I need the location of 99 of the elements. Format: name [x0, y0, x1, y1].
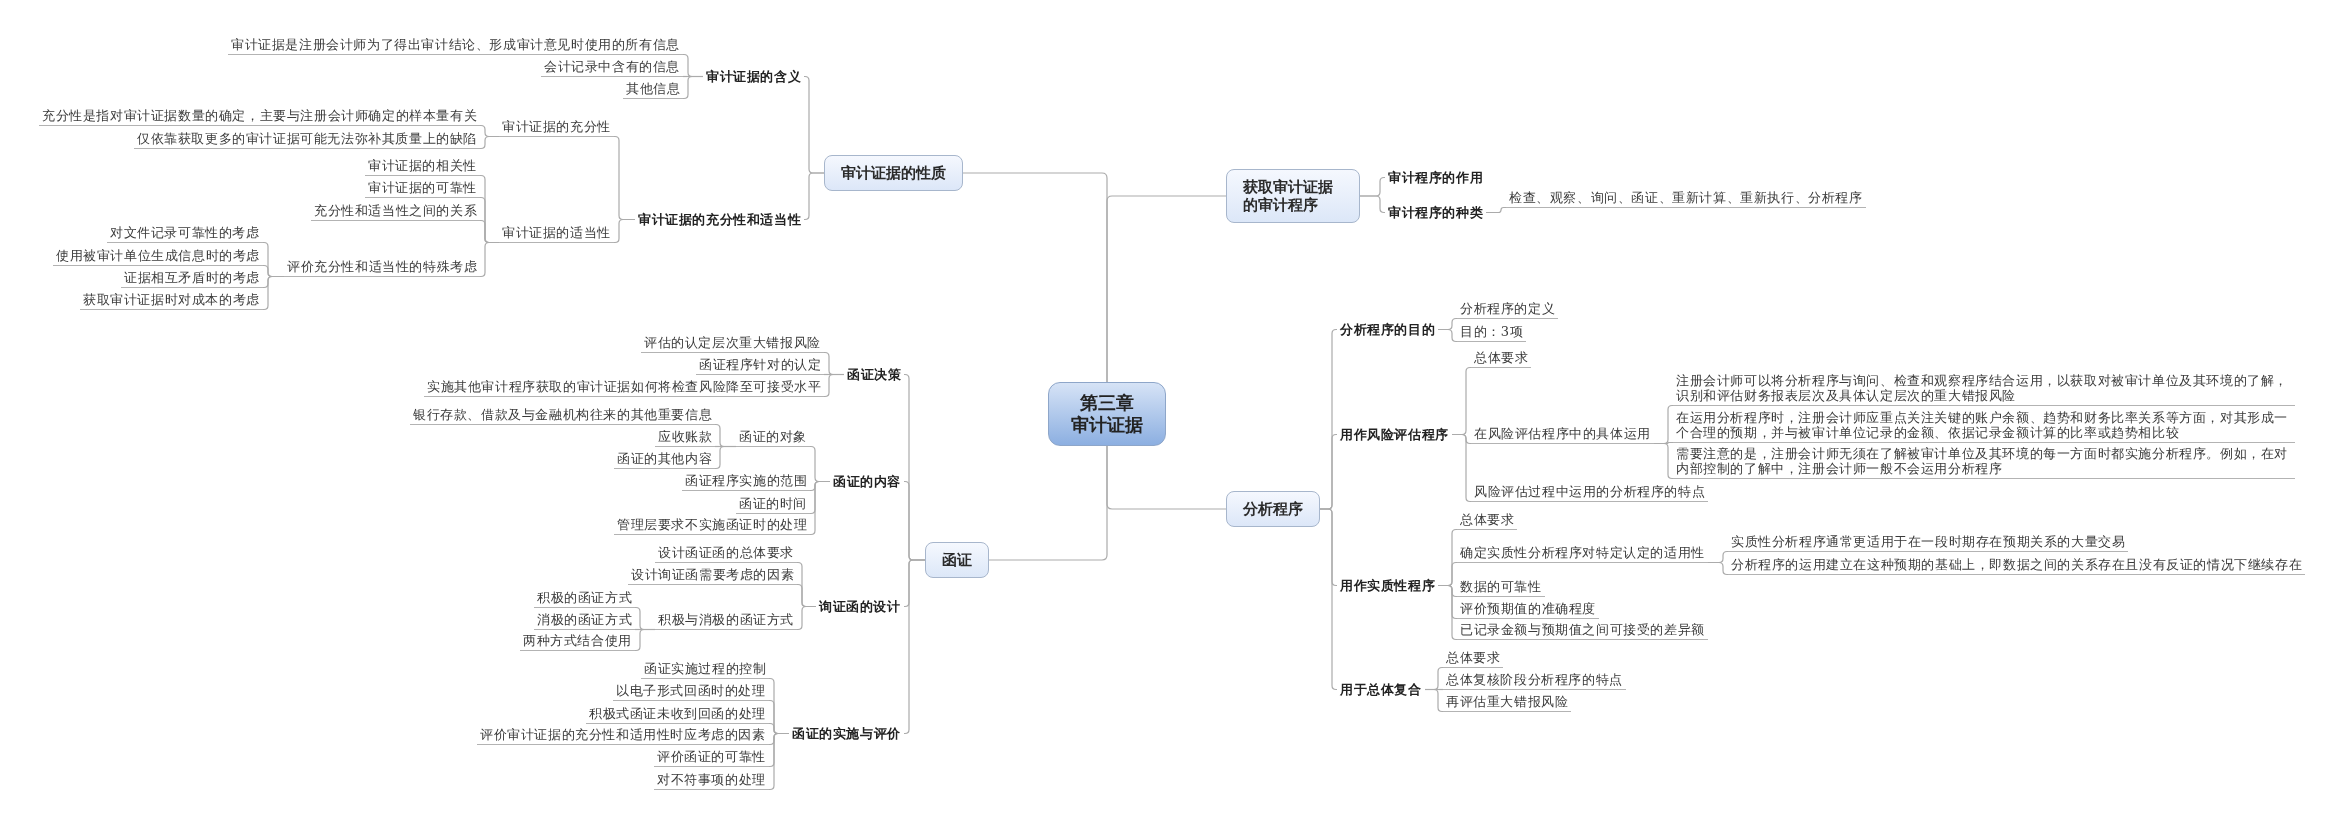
underlined-label: 使用被审计单位生成信息时的考虑	[53, 246, 263, 266]
connector-line	[1485, 206, 1507, 214]
branch-label: 用作实质性程序	[1337, 576, 1439, 594]
underlined-label: 获取审计证据时对成本的考虑	[80, 290, 263, 310]
underlined-label: 评估的认定层次重大错报风险	[641, 333, 824, 353]
underlined-label: 设计函证函的总体要求	[655, 543, 797, 563]
connector-line	[1424, 688, 1444, 713]
underlined-label: 评价预期值的准确程度	[1457, 599, 1599, 619]
connector-line	[1451, 433, 1472, 503]
central-topic-box	[1048, 382, 1166, 446]
connector-line	[1707, 561, 1729, 576]
underlined-label: 两种方式结合使用	[520, 631, 635, 651]
topic-box: 函证	[925, 542, 989, 578]
underlined-label: 审计证据是注册会计师为了得出审计结论、形成审计意见时使用的所有信息	[228, 35, 683, 55]
connector-line	[1437, 328, 1458, 343]
branch-label: 用作风险评估程序	[1337, 425, 1452, 443]
underlined-label: 管理层要求不实施函证时的处理	[614, 515, 811, 535]
underlined-label: 审计证据的适当性	[499, 223, 614, 243]
underlined-label: 总体复核阶段分析程序的特点	[1443, 670, 1626, 690]
connector-line	[768, 732, 790, 791]
connector-line	[803, 172, 825, 221]
underlined-label: 函证程序实施的范围	[682, 471, 811, 491]
underlined-label: 数据的可靠性	[1457, 577, 1545, 597]
underlined-label: 函证程序针对的认定	[696, 355, 825, 375]
underlined-label: 以电子形式回函时的处理	[613, 681, 769, 701]
underlined-label: 审计证据的相关性	[365, 156, 480, 176]
underlined-label: 评价函证的可靠性	[654, 747, 769, 767]
branch-label: 函证决策	[844, 365, 905, 383]
connector-line	[1437, 584, 1458, 641]
underlined-label: 评价充分性和适当性的特殊考虑	[284, 257, 481, 277]
underlined-label: 积极式函证未收到回函的处理	[586, 704, 769, 724]
underlined-label: 对不符事项的处理	[654, 770, 769, 790]
connector-line	[903, 559, 926, 735]
underlined-label: 充分性和适当性之间的关系	[311, 201, 481, 221]
underlined-label: 证据相互矛盾时的考虑	[121, 268, 263, 288]
connector-line	[479, 241, 500, 278]
branch-label: 审计程序的种类	[1385, 203, 1487, 221]
underlined-label: 总体要求	[1457, 510, 1518, 530]
underlined-label: 分析程序的定义	[1457, 299, 1559, 319]
topic-box: 审计证据的性质	[824, 155, 963, 191]
connector-line	[1106, 195, 1227, 383]
branch-label: 函证的实施与评价	[789, 724, 904, 742]
underlined-label: 函证的对象	[736, 427, 810, 447]
underlined-label: 消极的函证方式	[534, 610, 636, 630]
underlined-label: 会计记录中含有的信息	[541, 57, 683, 77]
underlined-label: 函证的时间	[736, 494, 810, 514]
underlined-label: 总体要求	[1443, 648, 1504, 668]
underlined-label: 设计询证函需要考虑的因素	[628, 565, 798, 585]
branch-label: 函证的内容	[830, 472, 904, 490]
topic-box: 获取审计证据的审计程序	[1226, 169, 1360, 223]
underlined-label: 应收账款	[655, 427, 716, 447]
branch-label: 审计程序的作用	[1385, 168, 1487, 186]
underlined-label: 审计证据的充分性	[499, 117, 614, 137]
connector-line	[634, 628, 656, 652]
underlined-label: 目的：3项	[1457, 322, 1527, 342]
underlined-label: 充分性是指对审计证据数量的确定，主要与注册会计师确定的样本量有关	[39, 106, 481, 126]
underlined-label: 确定实质性分析程序对特定认定的适用性	[1457, 543, 1708, 563]
underlined-label: 函证的其他内容	[614, 449, 716, 469]
underlined-label: 评价审计证据的充分性和适用性时应考虑的因素	[477, 725, 769, 745]
branch-label: 询证函的设计	[816, 597, 904, 615]
underlined-label: 银行存款、借款及与金融机构往来的其他重要信息	[410, 405, 716, 425]
connector-line	[479, 135, 500, 150]
underlined-label: 分析程序的运用建立在这种预期的基础上，即数据之间的关系存在且没有反证的情况下继续存在	[1728, 555, 2306, 575]
underlined-label: 积极的函证方式	[534, 588, 636, 608]
underlined-label: 函证实施过程的控制	[641, 659, 770, 679]
underlined-label: 已记录金额与预期值之间可接受的差异额	[1457, 620, 1708, 640]
underlined-label: 积极与消极的函证方式	[655, 610, 797, 630]
connector-line	[988, 445, 1108, 561]
underlined-label: 其他信息	[623, 79, 684, 99]
connector-line	[1359, 195, 1386, 214]
underlined-label: 再评估重大错报风险	[1443, 692, 1572, 712]
underlined-label: 实质性分析程序通常更适用于在一段时期存在预期关系的大量交易	[1728, 532, 2129, 552]
connector-line	[1319, 508, 1338, 691]
branch-label: 用于总体复合	[1337, 680, 1425, 698]
connector-line	[262, 275, 285, 311]
connector-line	[1653, 442, 1674, 480]
connector-line	[809, 480, 831, 536]
underlined-label: 总体要求	[1471, 348, 1532, 368]
underlined-label: 检查、观察、询问、函证、重新计算、重新执行、分析程序	[1506, 188, 1866, 208]
underlined-paragraph: 注册会计师可以将分析程序与询问、检查和观察程序结合运用，以获取对被审计单位及其环境的了解，识别和评估财务报表层次及具体认定层次的重大错报风险	[1673, 372, 2295, 406]
chapter-label: 第三章	[1079, 392, 1135, 414]
topic-box: 分析程序	[1226, 491, 1320, 527]
underlined-paragraph: 需要注意的是，注册会计师无须在了解被审计单位及其环境的每一方面时都实施分析程序。例如，在对内部控制的了解中，注册会计师一般不会运用分析程序	[1673, 445, 2295, 479]
connector-line	[796, 605, 817, 631]
underlined-label: 风险评估过程中运用的分析程序的特点	[1471, 482, 1709, 502]
underlined-label: 对文件记录可靠性的考虑	[107, 223, 263, 243]
underlined-label: 实施其他审计程序获取的审计证据如何将检查风险降至可接受水平	[424, 377, 825, 397]
branch-label: 审计证据的含义	[703, 67, 805, 85]
underlined-paragraph: 在运用分析程序时，注册会计师应重点关注关键的账户余额、趋势和财务比率关系等方面，对其形成一个合理的预期，并与被审计单位记录的金额、依据记录金额计算的比率或趋势相比较	[1673, 409, 2295, 443]
connector-line	[823, 373, 845, 398]
connector-line	[714, 445, 737, 470]
underlined-label: 仅依靠获取更多的审计证据可能无法弥补其质量上的缺陷	[134, 129, 480, 149]
underlined-label: 在风险评估程序中的具体运用	[1471, 424, 1654, 444]
connector-line	[613, 218, 636, 244]
underlined-label: 审计证据的可靠性	[365, 178, 480, 198]
connector-line	[682, 75, 704, 100]
branch-label: 审计证据的充分性和适当性	[635, 210, 805, 228]
branch-label: 分析程序的目的	[1337, 320, 1439, 338]
chapter-title: 审计证据	[1071, 414, 1143, 436]
